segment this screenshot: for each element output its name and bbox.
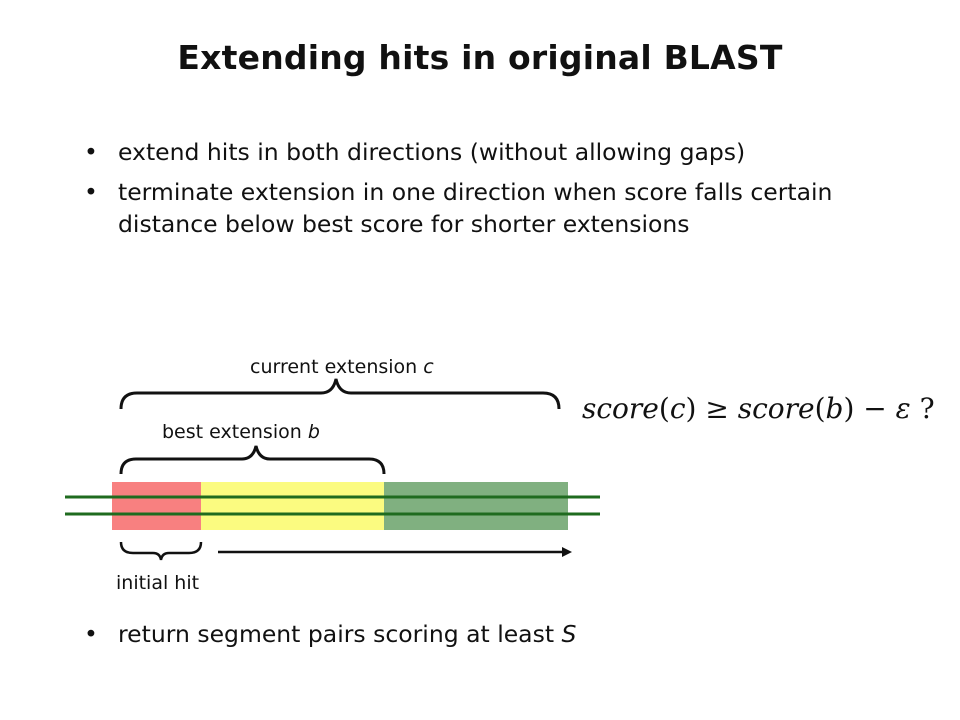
formula-score-c: score — [582, 392, 659, 425]
remaining-extension-segment — [384, 482, 568, 530]
bullet-marker: • — [84, 138, 98, 166]
bullet-marker: • — [84, 178, 98, 206]
bullet-text: extend hits in both directions (without … — [118, 138, 746, 166]
formula-var-c: c — [669, 392, 686, 425]
stopping-criterion-formula: score(c) ≥ score(b) − ε ? — [582, 392, 935, 425]
formula-epsilon: ε — [895, 392, 911, 425]
best-extension-text: best extension — [162, 421, 302, 443]
bottom-text: return segment pairs scoring at least — [118, 620, 555, 648]
current-extension-var: c — [423, 356, 434, 378]
extension-arrow-head — [562, 547, 572, 557]
bottom-var: S — [561, 620, 577, 648]
initial-hit-label: initial hit — [116, 572, 200, 594]
formula-score-b: score — [737, 392, 815, 425]
current-extension-label: current extension c — [250, 356, 434, 378]
slide-title: Extending hits in original BLAST — [177, 38, 783, 77]
formula-question-mark: ? — [919, 392, 935, 425]
initial-hit-brace — [119, 541, 203, 561]
current-extension-text: current extension — [250, 356, 418, 378]
best-extension-segment — [201, 482, 384, 530]
current-extension-brace — [119, 378, 561, 410]
formula-minus: − — [863, 392, 887, 425]
formula-geq: ≥ — [705, 392, 729, 425]
bullet-list: • extend hits in both directions (withou… — [84, 136, 904, 248]
bullet-item: • terminate extension in one direction w… — [84, 176, 904, 240]
best-extension-label: best extension b — [162, 421, 320, 443]
bottom-bullet: • return segment pairs scoring at least … — [84, 618, 576, 650]
bullet-marker: • — [84, 620, 98, 648]
best-extension-brace — [119, 445, 386, 475]
formula-var-b: b — [825, 392, 844, 425]
best-extension-var: b — [307, 421, 320, 443]
bullet-text: terminate extension in one direction whe… — [118, 178, 833, 238]
bottom-bullet-text: return segment pairs scoring at least S — [84, 618, 576, 650]
initial-hit-segment — [112, 482, 201, 530]
bullet-item: • extend hits in both directions (withou… — [84, 136, 904, 168]
